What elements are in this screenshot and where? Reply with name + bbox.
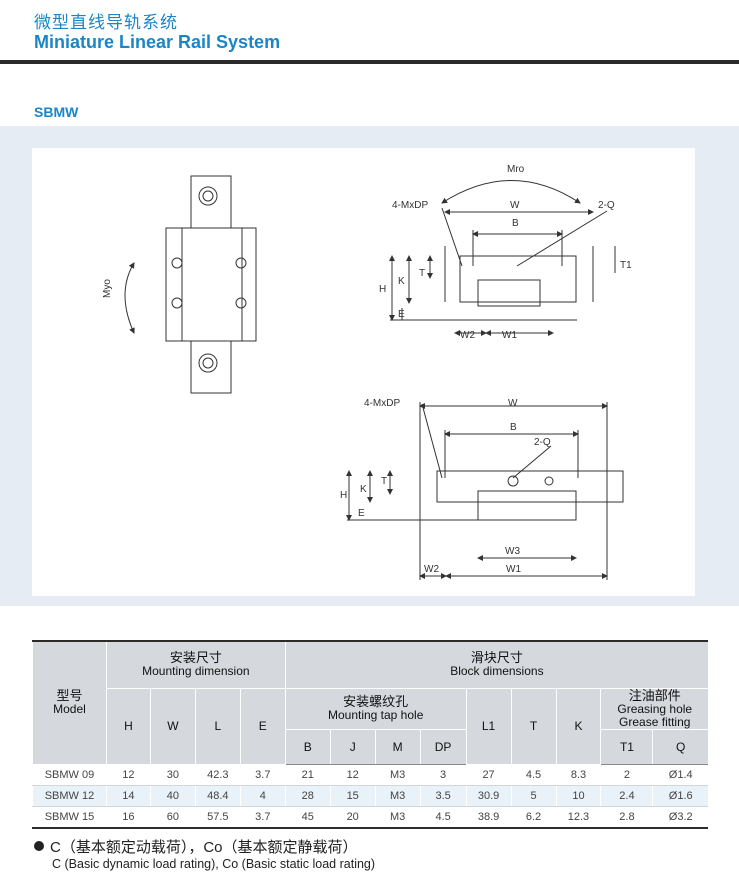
section-title: SBMW	[34, 104, 79, 120]
label-lower-h: H	[340, 490, 347, 501]
label-front-w1: W1	[502, 330, 517, 341]
label-lower-k: K	[360, 484, 367, 495]
label-front-q: 2-Q	[598, 200, 615, 211]
col-m: M	[374, 729, 421, 765]
label-lower-mxdp: 4-MxDP	[364, 398, 400, 409]
label-lower-w1: W1	[506, 564, 521, 575]
col-h: H	[105, 688, 151, 765]
note-cn-text: C（基本额定动载荷），Co（基本额定静载荷）	[50, 839, 358, 856]
col-w: W	[149, 688, 196, 765]
drawing-svg: Myo Mro 4-MxDP W B 2-Q T1 H	[102, 164, 632, 580]
label-mro: Mro	[507, 164, 525, 175]
label-lower-w3: W3	[505, 546, 520, 557]
col-t: T	[510, 688, 556, 765]
label-lower-t: T	[381, 476, 387, 487]
col-j: J	[329, 729, 376, 765]
col-q: Q	[652, 729, 708, 765]
label-front-t: T	[419, 268, 425, 279]
label-front-h: H	[379, 284, 386, 295]
label-front-k: K	[398, 276, 405, 287]
header-title-cn: 微型直线导轨系统	[34, 13, 178, 32]
note-en: C (Basic dynamic load rating), Co (Basic…	[52, 857, 376, 871]
label-lower-e: E	[358, 508, 365, 519]
col-l: L	[194, 688, 241, 765]
note-cn: C（基本额定动载荷），Co（基本额定静载荷）	[34, 836, 358, 857]
label-front-mxdp: 4-MxDP	[392, 200, 428, 211]
col-b: B	[284, 729, 331, 765]
label-lower-b: B	[510, 422, 517, 433]
col-t1: T1	[600, 729, 653, 765]
header-divider	[0, 60, 739, 64]
label-front-t1: T1	[620, 260, 632, 271]
col-e: E	[239, 688, 286, 765]
top-view	[124, 175, 257, 394]
label-lower-w2: W2	[424, 564, 439, 575]
lower-view	[346, 402, 624, 580]
col-dp: DP	[419, 729, 467, 765]
technical-drawing: Myo Mro 4-MxDP W B 2-Q T1 H	[32, 148, 695, 596]
label-front-b: B	[512, 218, 519, 229]
front-view	[389, 180, 616, 336]
label-front-e: E	[398, 309, 405, 320]
bullet-icon	[34, 841, 44, 851]
header-title-en: Miniature Linear Rail System	[34, 32, 281, 52]
lower-block	[436, 470, 624, 503]
rail-hole-icon	[198, 186, 218, 206]
label-front-w2: W2	[460, 330, 475, 341]
front-block	[459, 255, 577, 303]
label-lower-w: W	[508, 398, 518, 409]
label-lower-q: 2-Q	[534, 437, 551, 448]
label-front-w: W	[510, 200, 520, 211]
rail-end-bottom	[190, 340, 232, 394]
col-k: K	[555, 688, 601, 765]
label-myo: Myo	[102, 279, 113, 298]
rail-end-top	[190, 175, 232, 229]
col-l1: L1	[465, 688, 512, 765]
